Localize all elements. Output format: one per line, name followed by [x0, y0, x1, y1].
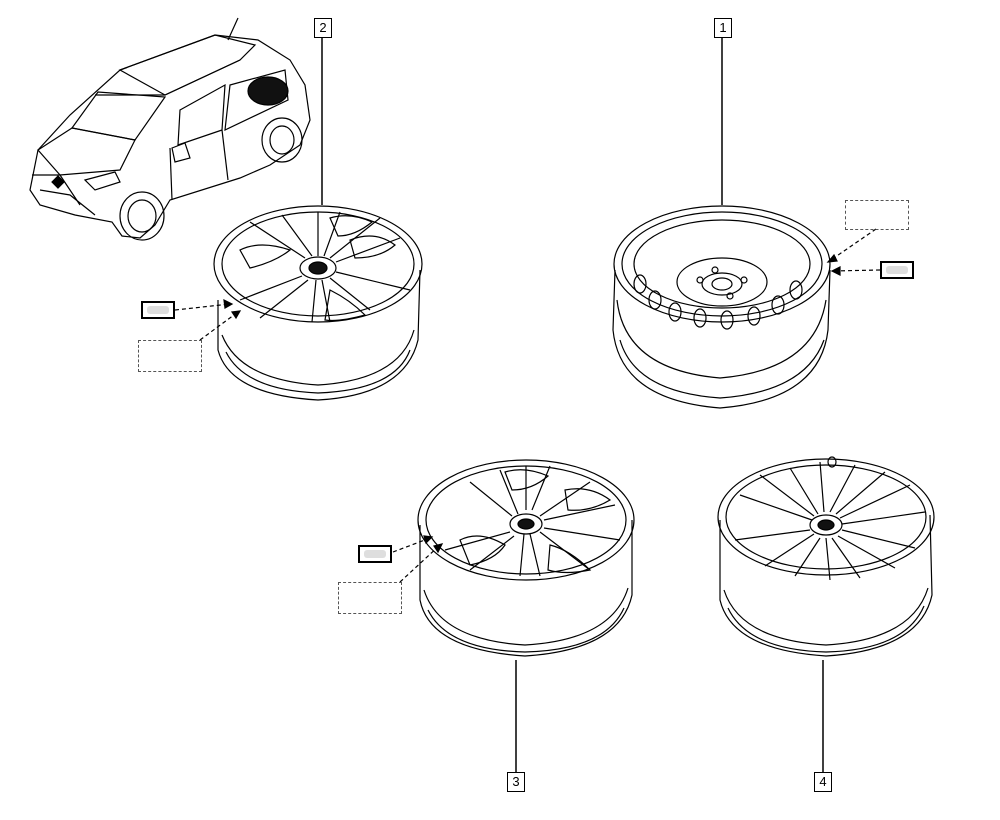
wheel-3-alloy: [417, 459, 635, 657]
dashed-label-area-wheel-1: [845, 200, 909, 230]
callout-4: 4: [814, 772, 832, 792]
wheel-1-steel: [612, 205, 831, 409]
callout-2: 2: [314, 18, 332, 38]
wheel-4-alloy: [717, 456, 935, 657]
label-tag-wheel-2: [141, 301, 175, 319]
callout-1: 1: [714, 18, 732, 38]
label-tag-wheel-1: [880, 261, 914, 279]
dashed-label-area-wheel-3: [338, 582, 402, 614]
dashed-label-area-wheel-2: [138, 340, 202, 372]
wheel-2-alloy: [213, 205, 423, 401]
label-tag-wheel-3: [358, 545, 392, 563]
callout-3: 3: [507, 772, 525, 792]
highlighted-zone: [247, 76, 289, 106]
car-illustration: [29, 17, 311, 241]
